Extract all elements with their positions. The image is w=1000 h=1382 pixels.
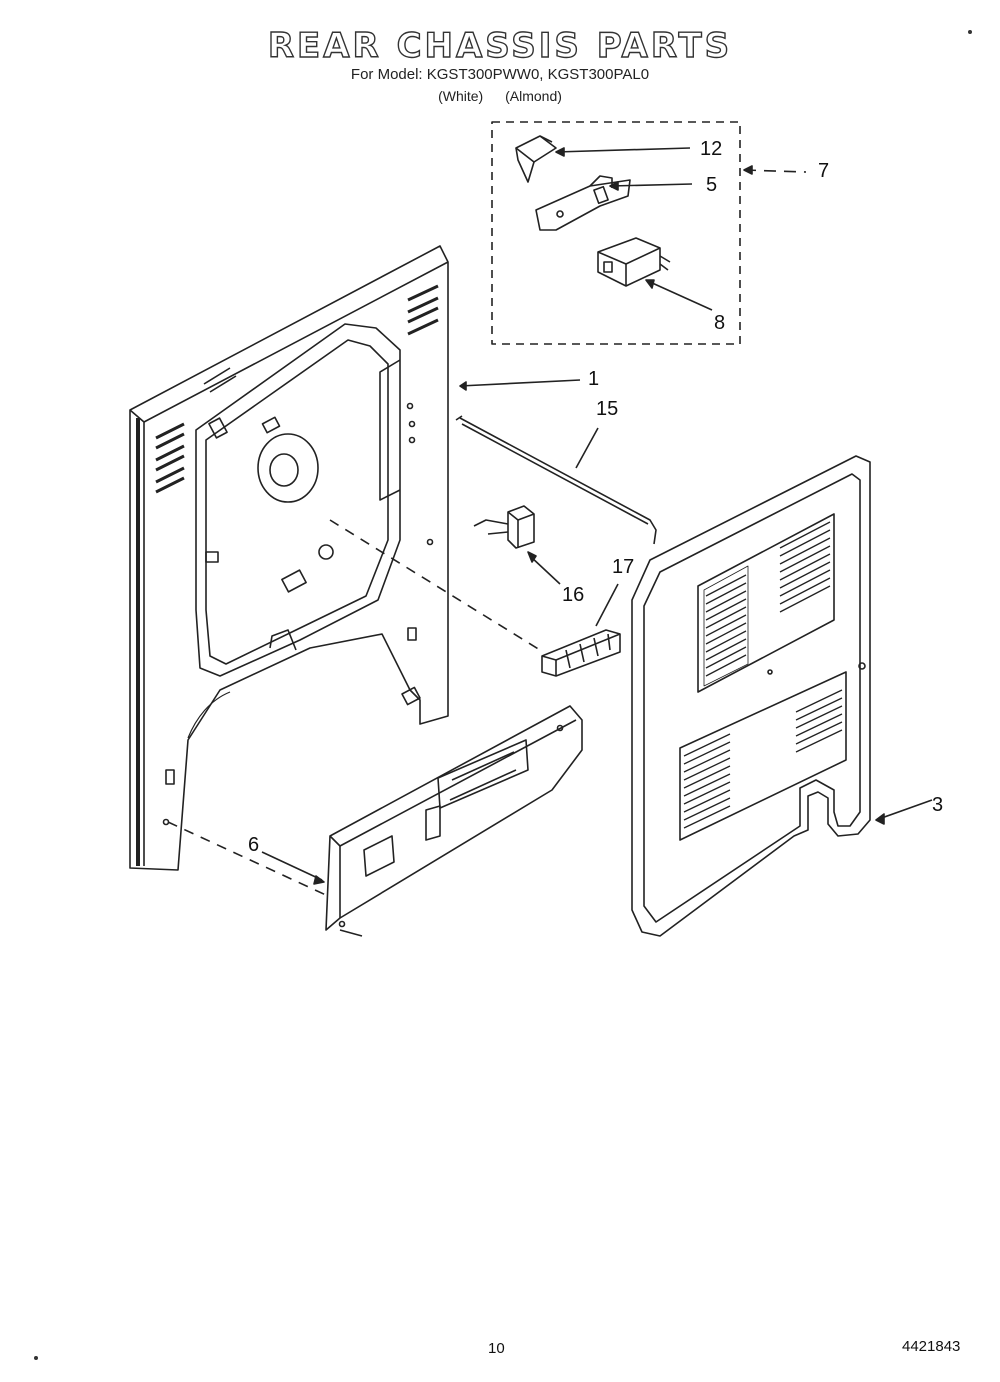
callout-1: 1 [588,368,600,390]
callout-15: 15 [596,398,619,420]
page-number: 10 [488,1340,505,1357]
page-title: REAR CHASSIS PARTS [267,25,733,66]
leader-8 [649,281,713,311]
callout-12: 12 [700,138,723,160]
part-6-bracket-plate [325,705,583,931]
callout-17: 17 [612,556,635,578]
leader-1 [459,379,581,387]
leader-16 [529,555,561,585]
dashed-guide-17 [329,519,541,651]
part-1-rear-panel [129,245,449,871]
callout-6: 6 [248,834,260,856]
part-8-switch [597,237,671,287]
callout-8: 8 [714,312,726,334]
part-16-sensor [473,505,535,549]
kit-7-dashed-box [491,121,741,345]
leader-15 [575,427,599,469]
leader-17 [595,583,619,627]
callout-5: 5 [706,174,718,196]
part-3-rear-cover [631,455,871,937]
color-variants: (White) (Almond) [438,88,562,104]
leader-6 [261,851,323,881]
part-15-rod [455,415,657,545]
callout-7: 7 [818,160,830,182]
model-line: For Model: KGST300PWW0, KGST300PAL0 [350,66,650,83]
part-17-terminal-block [541,629,621,677]
leader-7 [743,169,807,173]
callout-3: 3 [932,794,944,816]
leader-5 [609,183,693,187]
part-5-bracket [535,175,631,231]
scan-mark-bottom-left [34,1356,38,1360]
part-12-clip [515,135,557,183]
leader-12 [555,147,691,153]
document-number: 4421843 [902,1338,961,1355]
scan-mark-top-right [968,30,972,34]
leader-3 [875,799,933,821]
callout-16: 16 [562,584,585,606]
